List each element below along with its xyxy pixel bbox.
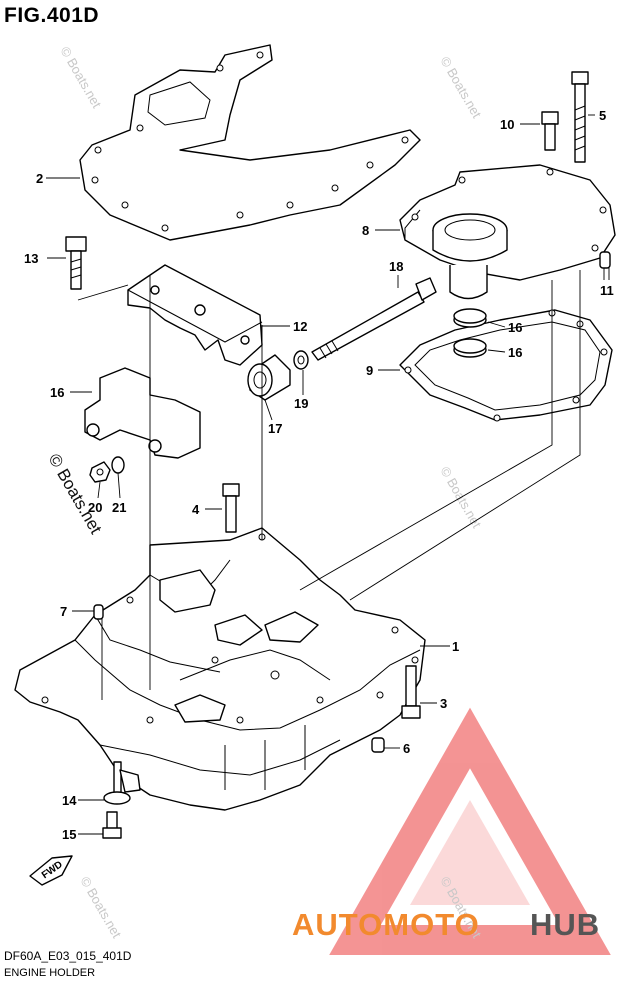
callout-22: 21 [112, 500, 126, 515]
part-3-bolt [401, 665, 421, 719]
brand-triangle-logo [329, 707, 611, 955]
callout-16-upper: 16 [508, 320, 522, 335]
callout-10: 10 [500, 117, 514, 132]
figure-name: ENGINE HOLDER [4, 967, 96, 979]
part-8-housing [399, 164, 616, 300]
callout-4: 4 [192, 502, 200, 517]
part-12-bracket [127, 264, 263, 366]
callout-21: 20 [88, 500, 102, 515]
part-20-washer [293, 350, 309, 370]
callout-1: 1 [452, 639, 459, 654]
callout-11: 11 [600, 283, 614, 298]
callouts: 2 5 10 8 11 9 16 16 18 19 17 12 13 16 20… [24, 108, 614, 842]
callout-8: 8 [362, 223, 369, 238]
fwd-arrow: FWD [29, 855, 73, 886]
callout-leaders [46, 114, 610, 835]
part-1-engine-holder [14, 527, 426, 811]
part-15-bolt [102, 811, 122, 839]
callout-2: 2 [36, 171, 43, 186]
callout-16-lower: 16 [508, 345, 522, 360]
figure-title: FIG.401D [4, 4, 100, 27]
brand-text-gray: HUB [530, 907, 600, 942]
alignment-lines [77, 268, 605, 700]
callout-20: 19 [294, 396, 308, 411]
callout-9: 9 [366, 363, 373, 378]
part-10-bolt [541, 111, 559, 151]
callout-17: 16 [50, 385, 64, 400]
gasket-upper [79, 44, 421, 241]
callout-19: 18 [389, 259, 403, 274]
watermark-text-dark: © Boats.net [45, 451, 106, 538]
callout-18: 17 [268, 421, 282, 436]
callout-15: 15 [62, 827, 76, 842]
part-5-bolt [571, 71, 589, 163]
part-22-washer [111, 456, 125, 474]
part-16-orings [453, 308, 487, 358]
watermark-text: © Boats.net [77, 874, 124, 941]
callout-7: 7 [60, 604, 67, 619]
callout-5: 5 [599, 108, 606, 123]
callout-14: 14 [62, 793, 77, 808]
figure-code: DF60A_E03_015_401D [4, 949, 132, 963]
part-19-bolt [311, 277, 437, 361]
callout-3: 3 [440, 696, 447, 711]
part-11-pin [599, 251, 611, 269]
part-4-bolt [222, 483, 240, 533]
callout-13: 13 [24, 251, 38, 266]
gasket-lower [399, 309, 613, 422]
brand-wordmark: AUTOMOTO HUB [292, 907, 600, 942]
part-21-nut [89, 461, 111, 483]
watermark-text: © Boats.net [57, 44, 104, 111]
part-14-stud [103, 761, 141, 805]
part-17-block [84, 367, 201, 459]
part-7-pin [93, 604, 104, 620]
part-6-pin [371, 737, 385, 753]
callout-12: 12 [293, 319, 307, 334]
part-13-bolt [65, 236, 87, 290]
watermark-text: © Boats.net [437, 54, 484, 121]
callout-6: 6 [403, 741, 410, 756]
brand-text-orange: AUTOMOTO [292, 907, 480, 942]
part-18-bushing [247, 354, 291, 401]
